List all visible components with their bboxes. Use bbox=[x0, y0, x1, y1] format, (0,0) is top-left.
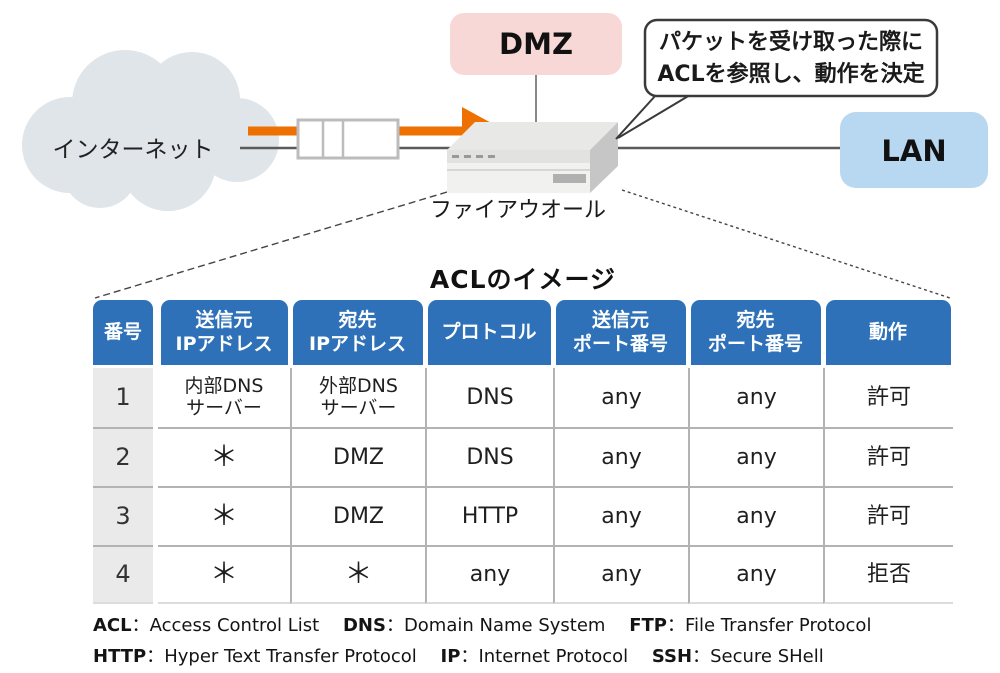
firewall-device-icon bbox=[447, 122, 618, 193]
table-cell: 4 bbox=[93, 545, 153, 604]
internet-label: インターネット bbox=[53, 137, 214, 163]
table-cell: 内部DNS サーバー bbox=[158, 368, 290, 427]
table-cell: any bbox=[553, 427, 688, 486]
legend-line-2: HTTP：Hyper Text Transfer Protocol IP：Int… bbox=[93, 642, 889, 668]
table-cell: any bbox=[553, 545, 688, 604]
table-cell: 許可 bbox=[823, 427, 953, 486]
table-cell: any bbox=[688, 427, 823, 486]
legend-item-ssh: SSH：Secure SHell bbox=[651, 646, 824, 667]
legend-item-dns: DNS：Domain Name System bbox=[342, 615, 606, 636]
table-cell: 2 bbox=[93, 427, 153, 486]
table-cell: HTTP bbox=[425, 486, 553, 545]
table-cell: ＊ bbox=[158, 545, 290, 604]
legend-item-http: HTTP：Hyper Text Transfer Protocol bbox=[93, 646, 417, 667]
table-cell: DMZ bbox=[290, 427, 425, 486]
table-cell: any bbox=[688, 486, 823, 545]
table-cell: any bbox=[553, 486, 688, 545]
lan-label: LAN bbox=[881, 134, 946, 168]
dmz-label: DMZ bbox=[499, 27, 573, 61]
table-cell: DNS bbox=[425, 427, 553, 486]
projection-line-left bbox=[94, 191, 448, 299]
table-cell: any bbox=[425, 545, 553, 604]
column-header-protocol: プロトコル bbox=[427, 300, 551, 365]
acronym-legend: ACL：Access Control List DNS：Domain Name … bbox=[93, 611, 889, 673]
column-header-action: 動作 bbox=[825, 300, 951, 365]
column-header-source-port: 送信元 ポート番号 bbox=[555, 300, 686, 365]
legend-line-1: ACL：Access Control List DNS：Domain Name … bbox=[93, 611, 889, 637]
table-cell: ＊ bbox=[158, 486, 290, 545]
packet-icon bbox=[296, 118, 400, 160]
table-cell: any bbox=[688, 545, 823, 604]
callout-line2: ACLを参照し、動作を決定 bbox=[657, 61, 924, 87]
lan-box bbox=[840, 112, 988, 188]
table-cell: 拒否 bbox=[823, 545, 953, 604]
legend-item-acl: ACL：Access Control List bbox=[93, 615, 320, 636]
table-cell: 1 bbox=[93, 368, 153, 427]
legend-item-ftp: FTP：File Transfer Protocol bbox=[629, 615, 872, 636]
table-cell: 3 bbox=[93, 486, 153, 545]
table-cell: DNS bbox=[425, 368, 553, 427]
column-header-source-ip: 送信元 IPアドレス bbox=[160, 300, 288, 365]
table-cell: any bbox=[688, 368, 823, 427]
internet-cloud-icon bbox=[22, 50, 279, 211]
table-cell: any bbox=[553, 368, 688, 427]
acl-callout: パケットを受け取った際に ACLを参照し、動作を決定 bbox=[615, 18, 939, 140]
table-cell: 許可 bbox=[823, 368, 953, 427]
table-cell: 外部DNS サーバー bbox=[290, 368, 425, 427]
network-diagram: インターネット ファイアウオール DMZ LAN パケットを受け取った際 bbox=[22, 13, 988, 299]
table-cell: ＊ bbox=[158, 427, 290, 486]
legend-item-ip: IP：Internet Protocol bbox=[440, 646, 629, 667]
table-cell: ＊ bbox=[290, 545, 425, 604]
acl-table: 番号 送信元 IPアドレス 宛先 IPアドレス プロトコル 送信元 ポート番号 … bbox=[93, 300, 953, 604]
table-cell: 許可 bbox=[823, 486, 953, 545]
callout-line1: パケットを受け取った際に bbox=[659, 29, 923, 55]
column-header-destination-ip: 宛先 IPアドレス bbox=[292, 300, 423, 365]
column-header-destination-port: 宛先 ポート番号 bbox=[690, 300, 821, 365]
column-header-number: 番号 bbox=[93, 300, 153, 365]
firewall-label: ファイアウオール bbox=[430, 198, 606, 223]
dmz-box bbox=[450, 13, 622, 75]
acl-table-title: ACLのイメージ bbox=[429, 265, 617, 294]
table-cell: DMZ bbox=[290, 486, 425, 545]
